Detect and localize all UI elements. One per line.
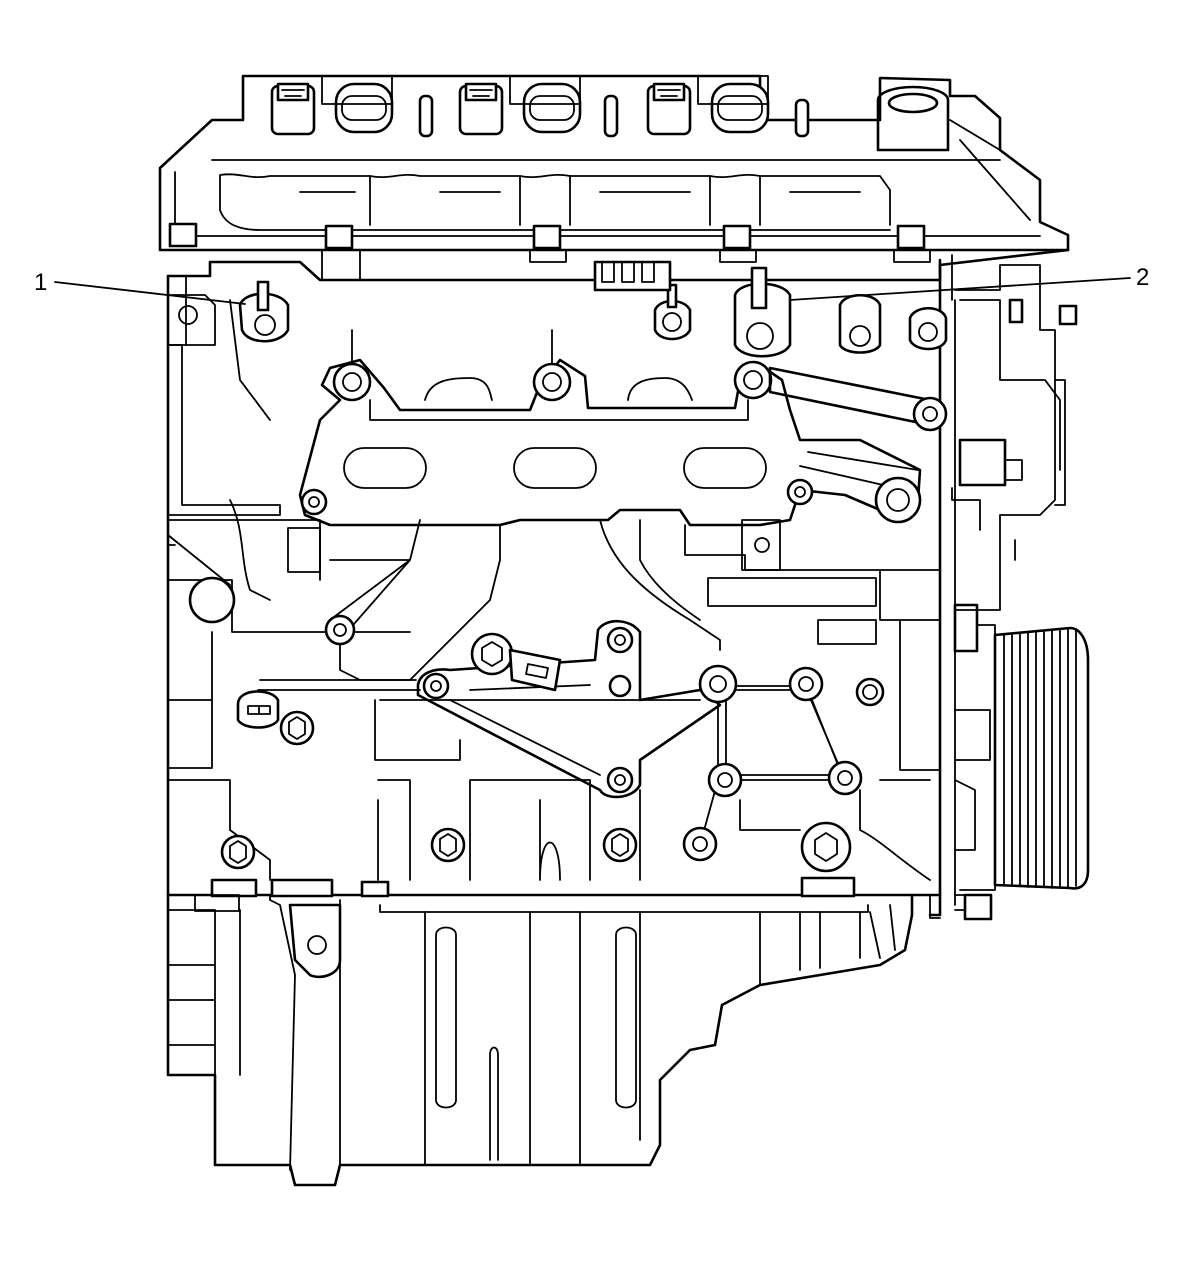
callout-1: 1 bbox=[34, 269, 246, 305]
block-ribs bbox=[167, 519, 941, 881]
ignition-coils bbox=[270, 75, 810, 138]
spark-plug-bosses bbox=[167, 260, 948, 358]
coil-3 bbox=[646, 75, 810, 138]
exhaust-manifold bbox=[298, 329, 948, 527]
callout-2: 2 bbox=[789, 264, 1149, 301]
engine-block-outline bbox=[166, 248, 1070, 917]
oil-pan bbox=[166, 876, 941, 1187]
crankshaft-pulley bbox=[953, 603, 1090, 891]
lower-block-bolts bbox=[220, 821, 852, 873]
head-rail-bolts bbox=[168, 222, 931, 281]
callout-2-label: 2 bbox=[1136, 264, 1149, 291]
coil-2 bbox=[458, 75, 619, 138]
valve-cover bbox=[158, 74, 1070, 252]
front-cover-accessories bbox=[951, 264, 1078, 921]
engine-mount-bracket bbox=[416, 619, 722, 799]
knock-sensor bbox=[470, 632, 562, 692]
crank-position-sensor bbox=[188, 499, 315, 746]
coil-1 bbox=[270, 75, 434, 138]
brace-links bbox=[682, 664, 885, 862]
callout-1-label: 1 bbox=[34, 269, 47, 296]
